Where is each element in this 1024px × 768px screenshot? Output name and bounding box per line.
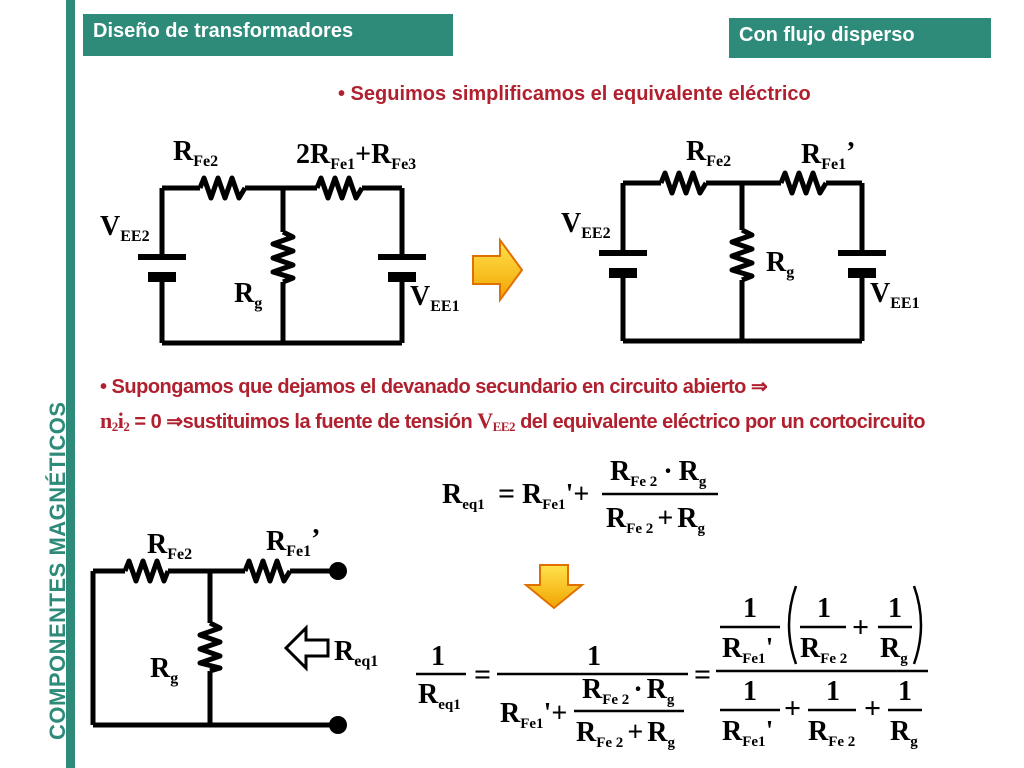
- circuit2-label-vee1: VEE1: [870, 278, 920, 312]
- circuit-2: [599, 170, 886, 344]
- circuit1-label-rg: Rg: [234, 278, 262, 312]
- circuit2-label-rfe2: RFe2: [686, 136, 731, 170]
- eq2-lhs-den: Req1: [418, 679, 461, 713]
- eq1-denominator: RFe 2+Rg: [606, 503, 706, 537]
- eq2-equals-1: =: [474, 658, 491, 691]
- bullet2-text-1: • Supongamos que dejamos el devanado sec…: [100, 376, 751, 398]
- left-hollow-arrow-icon: [283, 624, 330, 672]
- bullet-simplify: • Seguimos simplificamos el equivalente …: [338, 83, 811, 105]
- eq2-r-num-den1: RFe1': [722, 633, 773, 667]
- sidebar-bar: [66, 0, 75, 768]
- eq2-mid-inner-den: RFe 2+Rg: [576, 717, 676, 751]
- circuit3-resistor-rg: [197, 620, 223, 674]
- right-arrow-icon: [472, 236, 524, 304]
- bullet2-vee2: VEE2: [477, 408, 516, 434]
- eq2-mid-term: RFe1'+: [500, 698, 567, 732]
- eq2-r-den-1: 1: [743, 676, 757, 707]
- down-arrow-icon: [523, 564, 585, 610]
- eq2-mid-num: 1: [587, 641, 601, 672]
- circuit-3: [90, 558, 338, 728]
- circuit1-label-rfe2: RFe2: [173, 136, 218, 170]
- circuit1-label-vee1: VEE1: [410, 281, 460, 315]
- circuit3-label-req: Req1: [334, 636, 378, 670]
- circuit-1: [138, 175, 426, 346]
- eq2-r-num-1: 1: [743, 593, 757, 624]
- eq2-r-den-den2: RFe 2: [808, 716, 855, 750]
- circuit1-resistor-series: [314, 175, 365, 201]
- eq2-r-num-den3: Rg: [880, 633, 908, 667]
- bullet2-n: n2i2: [100, 408, 130, 434]
- eq1-lhs: Req1: [442, 479, 485, 513]
- equation-1: Req1 = RFe1'+ RFe 2·Rg RFe 2+Rg: [442, 456, 718, 537]
- eq2-r-num-3: 1: [888, 593, 902, 624]
- eq2-lhs-num: 1: [431, 641, 445, 672]
- eq2-r-den-plus1: +: [784, 692, 801, 725]
- circuit2-resistor-rfe2: [658, 170, 709, 196]
- terminal-bottom: [329, 716, 347, 734]
- eq2-mid-inner-num: RFe 2·Rg: [582, 674, 675, 708]
- eq1-equals: =: [498, 477, 515, 510]
- circuit2-label-rfe1: RFe1’: [801, 137, 855, 173]
- eq2-r-den-plus2: +: [864, 692, 881, 725]
- circuit3-label-rfe1: RFe1’: [266, 524, 320, 560]
- equation-2: 1 Req1 = 1 RFe1'+ RFe 2·Rg RFe 2+Rg = 1 …: [416, 585, 928, 751]
- eq2-paren-left: [787, 585, 798, 665]
- eq2-paren-right: [912, 585, 923, 665]
- eq2-equals-2: =: [694, 658, 711, 691]
- circuit1-label-vee2: VEE2: [100, 211, 150, 245]
- circuit1-resistor-rg: [270, 229, 296, 285]
- circuit1-label-series: 2RFe1+RFe3: [296, 139, 416, 173]
- eq2-r-num-2: 1: [817, 593, 831, 624]
- eq2-r-den-2: 1: [826, 676, 840, 707]
- circuit1-resistor-rfe2: [197, 175, 248, 201]
- circuit3-resistor-rfe2: [122, 558, 171, 584]
- eq1-numerator: RFe 2·Rg: [610, 456, 707, 490]
- eq1-term1: RFe1'+: [522, 479, 589, 513]
- section-tag-left: Diseño de transformadores: [83, 14, 453, 56]
- eq2-r-num-plus: +: [852, 611, 869, 644]
- circuit2-label-rg: Rg: [766, 247, 794, 281]
- terminal-top: [329, 562, 347, 580]
- circuit3-resistor-rfe1: [242, 558, 293, 584]
- circuit3-label-rg: Rg: [150, 653, 178, 687]
- circuit2-label-vee2: VEE2: [561, 208, 611, 242]
- bullet2-text-3: sustituimos la fuente de tensión: [182, 411, 478, 433]
- circuit2-resistor-rfe1: [778, 170, 829, 196]
- eq2-r-den-3: 1: [898, 676, 912, 707]
- implies-arrow: ⇒: [750, 376, 768, 398]
- bullet-open-circuit: • Supongamos que dejamos el devanado sec…: [100, 371, 1005, 443]
- bullet2-text-4: del equivalente eléctrico por un cortoci…: [515, 411, 925, 433]
- implies-arrow-2: ⇒: [166, 411, 183, 433]
- bullet2-text-2: = 0: [129, 411, 167, 433]
- section-tag-right: Con flujo disperso: [729, 18, 991, 58]
- eq2-r-den-den1: RFe1': [722, 716, 773, 750]
- circuit2-resistor-rg: [729, 227, 755, 283]
- eq2-r-num-den2: RFe 2: [800, 633, 847, 667]
- circuit3-label-rfe2: RFe2: [147, 529, 192, 563]
- eq2-r-den-den3: Rg: [890, 716, 918, 750]
